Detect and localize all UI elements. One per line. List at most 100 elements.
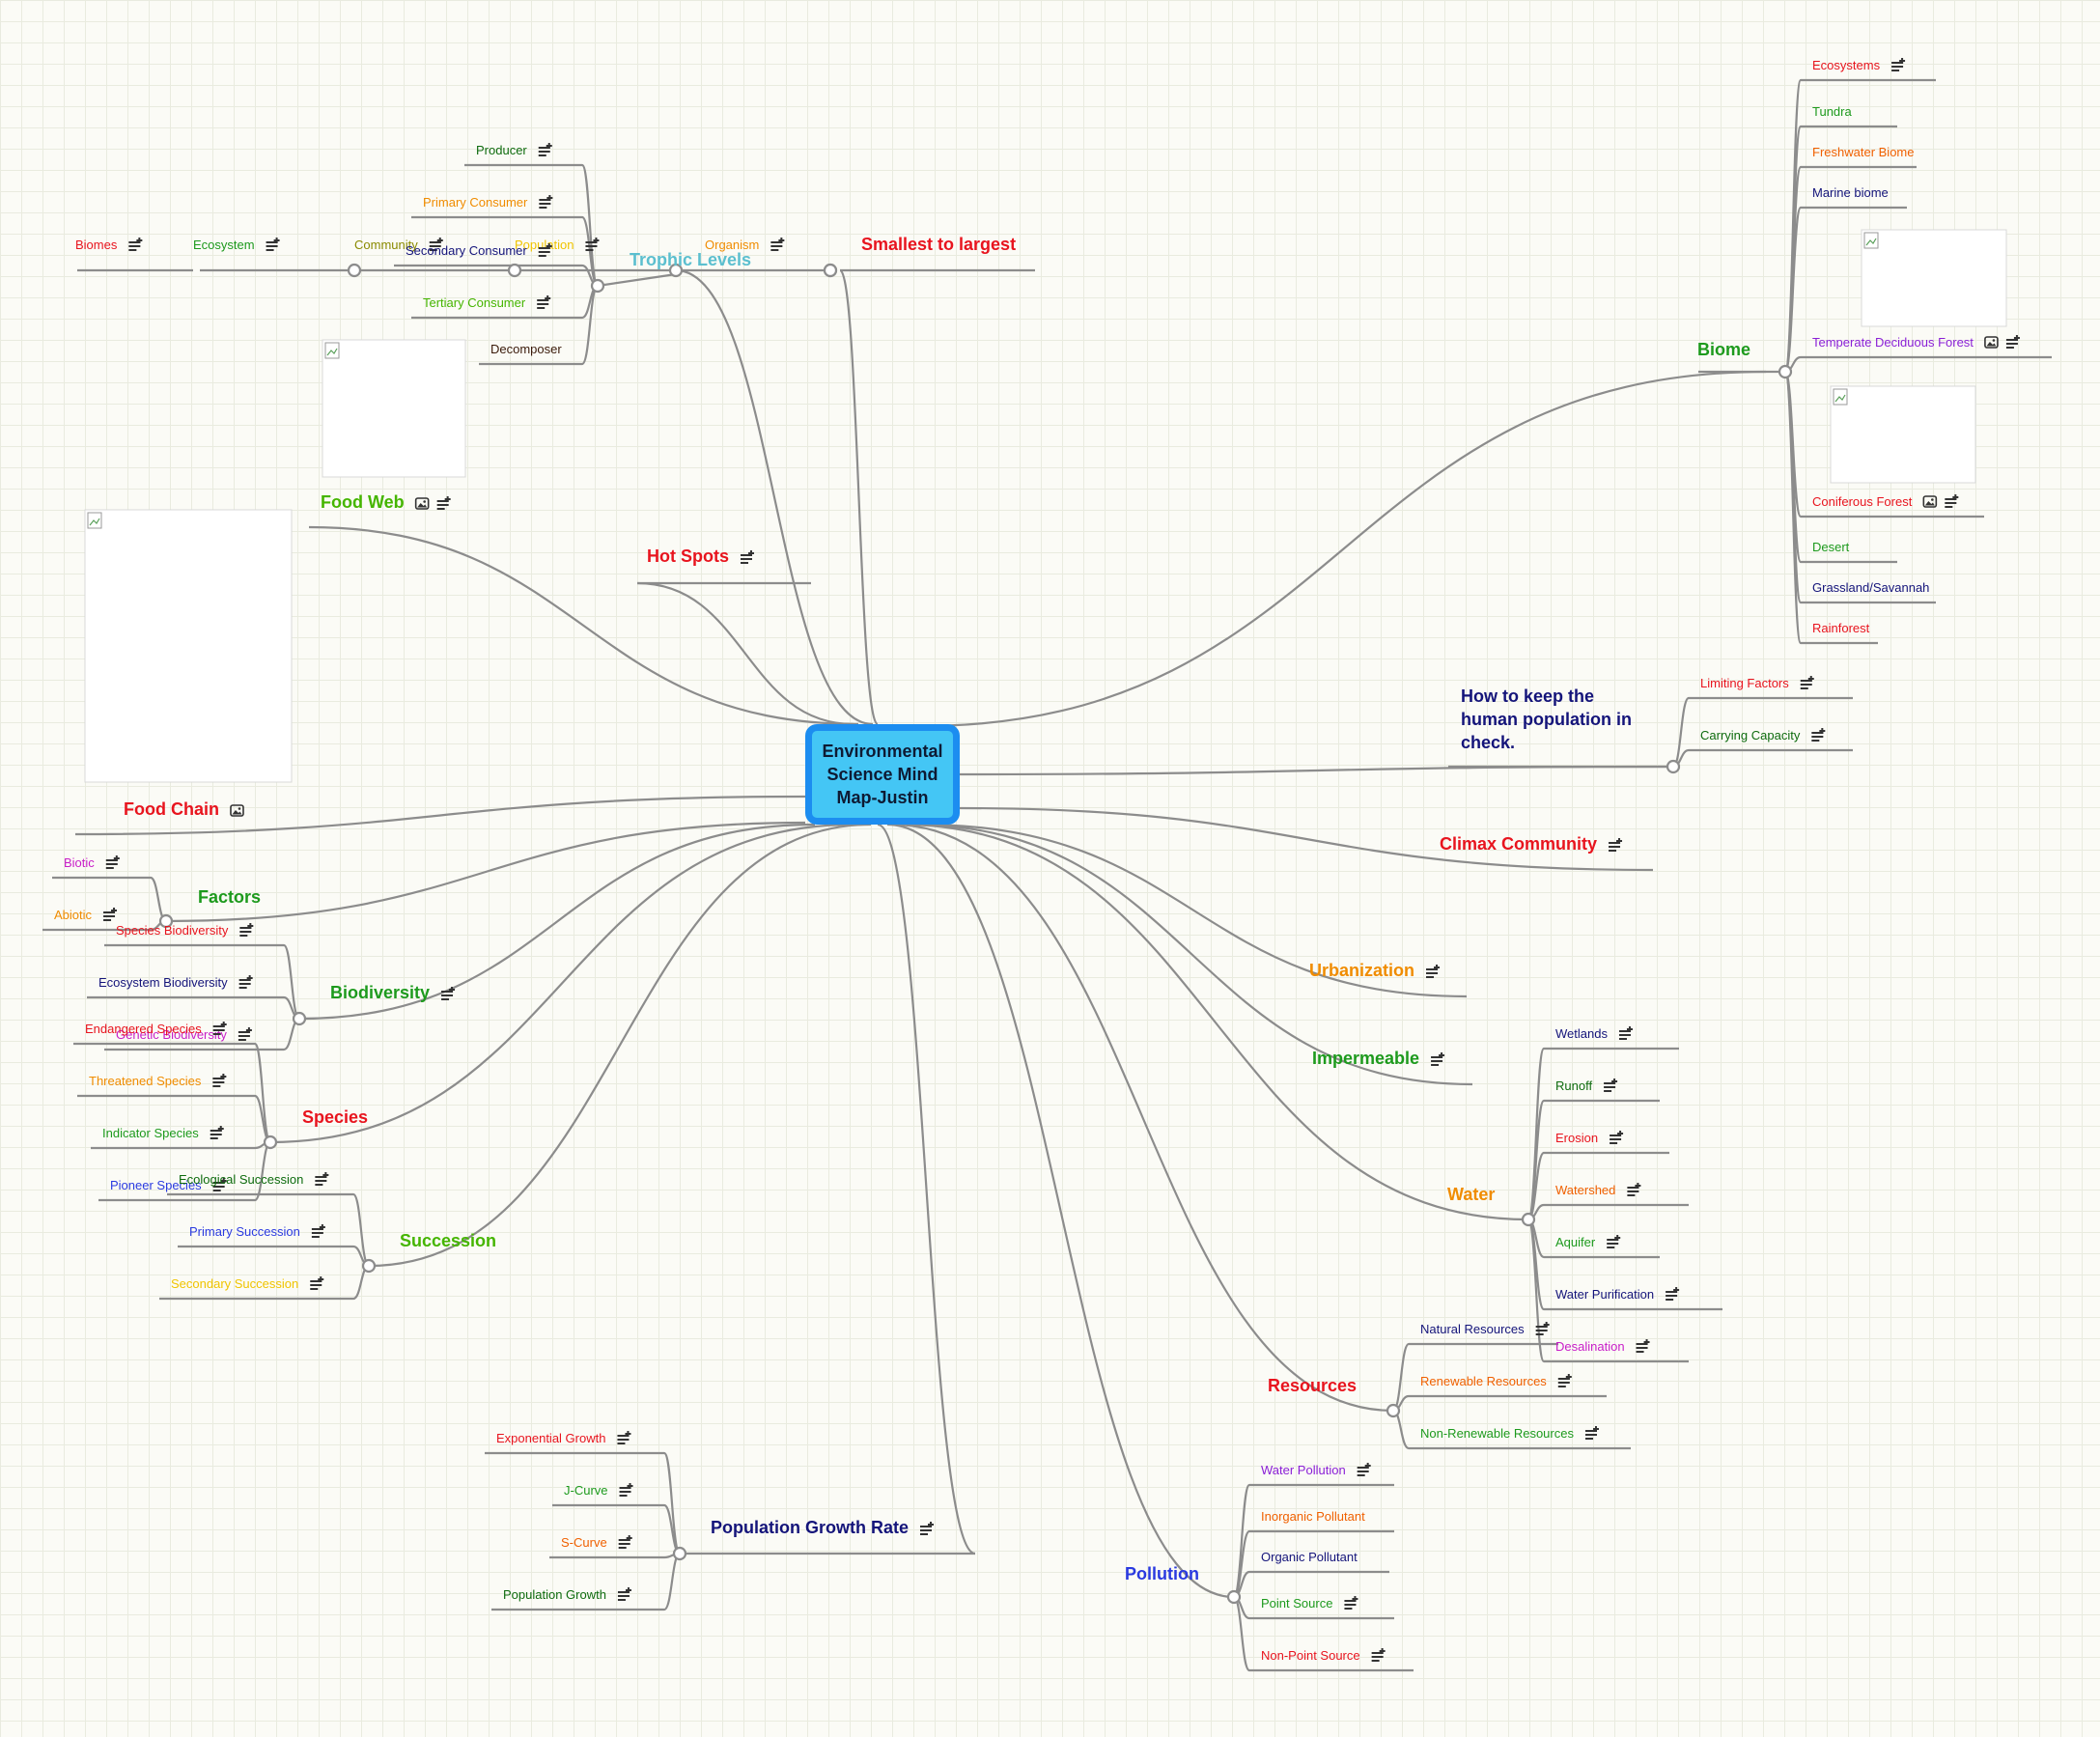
note-icon[interactable] bbox=[212, 1074, 227, 1087]
topic-temperate-deciduous-forest[interactable]: Temperate Deciduous Forest bbox=[1812, 335, 1974, 350]
topic-genetic-biodiversity[interactable]: Genetic Biodiversity bbox=[116, 1027, 227, 1042]
central-topic[interactable]: Environmental Science Mind Map-Justin bbox=[805, 724, 960, 825]
topic-carrying-capacity[interactable]: Carrying Capacity bbox=[1700, 728, 1801, 742]
note-icon[interactable] bbox=[1800, 676, 1814, 689]
topic-aquifer[interactable]: Aquifer bbox=[1555, 1235, 1596, 1249]
branch-dot-pollution[interactable] bbox=[1226, 1589, 1242, 1605]
topic-primary-consumer[interactable]: Primary Consumer bbox=[423, 195, 528, 210]
image-icon[interactable] bbox=[1922, 495, 1938, 508]
topic-inorganic-pollutant[interactable]: Inorganic Pollutant bbox=[1261, 1509, 1365, 1524]
topic-primary-succession[interactable]: Primary Succession bbox=[189, 1224, 300, 1239]
note-icon[interactable] bbox=[441, 987, 456, 1000]
topic-erosion[interactable]: Erosion bbox=[1555, 1131, 1598, 1145]
note-icon[interactable] bbox=[1618, 1026, 1633, 1040]
topic-desalination[interactable]: Desalination bbox=[1555, 1339, 1625, 1354]
topic-natural-resources[interactable]: Natural Resources bbox=[1420, 1322, 1525, 1336]
note-icon[interactable] bbox=[103, 908, 118, 921]
branch-dot-biome[interactable] bbox=[1778, 364, 1793, 379]
note-icon[interactable] bbox=[310, 1276, 324, 1290]
note-icon[interactable] bbox=[238, 975, 253, 989]
chain-dot[interactable] bbox=[347, 263, 362, 278]
topic-species-biodiversity[interactable]: Species Biodiversity bbox=[116, 923, 229, 938]
topic-organic-pollutant[interactable]: Organic Pollutant bbox=[1261, 1550, 1358, 1564]
note-icon[interactable] bbox=[1431, 1052, 1445, 1066]
note-icon[interactable] bbox=[212, 1022, 227, 1035]
topic-impermeable[interactable]: Impermeable bbox=[1312, 1049, 1419, 1068]
topic-species[interactable]: Species bbox=[302, 1107, 368, 1127]
topic-pollution[interactable]: Pollution bbox=[1125, 1564, 1199, 1583]
topic-exponential-growth[interactable]: Exponential Growth bbox=[496, 1431, 605, 1445]
note-icon[interactable] bbox=[239, 923, 254, 937]
note-icon[interactable] bbox=[538, 143, 552, 156]
note-icon[interactable] bbox=[741, 550, 754, 564]
topic-biotic[interactable]: Biotic bbox=[64, 855, 95, 870]
topic-food-chain[interactable]: Food Chain bbox=[124, 799, 219, 819]
topic-j-curve[interactable]: J-Curve bbox=[564, 1483, 608, 1498]
topic-renewable-resources[interactable]: Renewable Resources bbox=[1420, 1374, 1547, 1388]
topic-population-growth[interactable]: Population Growth bbox=[503, 1587, 606, 1602]
note-icon[interactable] bbox=[1426, 965, 1441, 978]
branch-dot-factors[interactable] bbox=[158, 913, 174, 929]
note-icon[interactable] bbox=[539, 195, 553, 209]
note-icon[interactable] bbox=[1357, 1463, 1371, 1476]
topic-population[interactable]: Population bbox=[515, 238, 574, 252]
note-icon[interactable] bbox=[770, 238, 785, 251]
topic-succession[interactable]: Succession bbox=[400, 1231, 496, 1250]
topic-climax-community[interactable]: Climax Community bbox=[1440, 834, 1597, 854]
chain-dot[interactable] bbox=[668, 263, 684, 278]
note-icon[interactable] bbox=[238, 1027, 252, 1041]
note-icon[interactable] bbox=[619, 1483, 633, 1497]
topic-human-population-line-1[interactable]: How to keep the bbox=[1461, 686, 1594, 706]
topic-decomposer[interactable]: Decomposer bbox=[490, 342, 562, 356]
note-icon[interactable] bbox=[617, 1431, 631, 1444]
topic-secondary-succession[interactable]: Secondary Succession bbox=[171, 1276, 298, 1291]
branch-dot-population-growth[interactable] bbox=[672, 1546, 687, 1561]
note-icon[interactable] bbox=[1584, 1426, 1599, 1440]
topic-endangered-species[interactable]: Endangered Species bbox=[85, 1022, 202, 1036]
topic-secondary-consumer[interactable]: Secondary Consumer bbox=[406, 243, 527, 258]
topic-abiotic[interactable]: Abiotic bbox=[54, 908, 93, 922]
image-icon[interactable] bbox=[414, 497, 430, 510]
topic-human-population-line-3[interactable]: check. bbox=[1461, 733, 1515, 752]
topic-limiting-factors[interactable]: Limiting Factors bbox=[1700, 676, 1789, 690]
image-icon[interactable] bbox=[1984, 336, 1999, 349]
note-icon[interactable] bbox=[1891, 58, 1906, 71]
topic-marine-biome[interactable]: Marine biome bbox=[1812, 185, 1889, 200]
topic-ecosystem[interactable]: Ecosystem bbox=[193, 238, 255, 252]
topic-tertiary-consumer[interactable]: Tertiary Consumer bbox=[423, 295, 526, 310]
topic-watershed[interactable]: Watershed bbox=[1555, 1183, 1615, 1197]
topic-freshwater-biome[interactable]: Freshwater Biome bbox=[1812, 145, 1914, 159]
note-icon[interactable] bbox=[1610, 1131, 1624, 1144]
note-icon[interactable] bbox=[1811, 728, 1826, 742]
note-icon[interactable] bbox=[266, 238, 280, 251]
topic-grassland-savannah[interactable]: Grassland/Savannah bbox=[1812, 580, 1929, 595]
topic-biomes[interactable]: Biomes bbox=[75, 238, 118, 252]
branch-dot-species[interactable] bbox=[263, 1135, 278, 1150]
topic-tundra[interactable]: Tundra bbox=[1812, 104, 1852, 119]
topic-smallest-to-largest[interactable]: Smallest to largest bbox=[861, 235, 1016, 254]
branch-dot-resources[interactable] bbox=[1386, 1403, 1401, 1418]
note-icon[interactable] bbox=[311, 1224, 325, 1238]
topic-desert[interactable]: Desert bbox=[1812, 540, 1850, 554]
topic-food-web[interactable]: Food Web bbox=[321, 492, 405, 512]
note-icon[interactable] bbox=[128, 238, 143, 251]
topic-runoff[interactable]: Runoff bbox=[1555, 1079, 1592, 1093]
topic-coniferous-forest[interactable]: Coniferous Forest bbox=[1812, 494, 1913, 509]
note-icon[interactable] bbox=[1371, 1648, 1386, 1662]
image-icon[interactable] bbox=[230, 804, 244, 817]
note-icon[interactable] bbox=[210, 1126, 224, 1139]
topic-producer[interactable]: Producer bbox=[476, 143, 527, 157]
branch-dot-human-population[interactable] bbox=[1666, 759, 1681, 774]
chain-dot[interactable] bbox=[507, 263, 522, 278]
note-icon[interactable] bbox=[436, 496, 451, 510]
note-icon[interactable] bbox=[315, 1172, 329, 1186]
note-icon[interactable] bbox=[1627, 1183, 1641, 1196]
note-icon[interactable] bbox=[1636, 1339, 1650, 1353]
topic-biome[interactable]: Biome bbox=[1697, 340, 1750, 359]
note-icon[interactable] bbox=[1344, 1596, 1358, 1610]
note-icon[interactable] bbox=[538, 243, 552, 257]
topic-s-curve[interactable]: S-Curve bbox=[561, 1535, 607, 1550]
note-icon[interactable] bbox=[1604, 1079, 1618, 1092]
branch-junctions[interactable] bbox=[158, 263, 1793, 1605]
topic-ecosystem-biodiversity[interactable]: Ecosystem Biodiversity bbox=[98, 975, 228, 990]
